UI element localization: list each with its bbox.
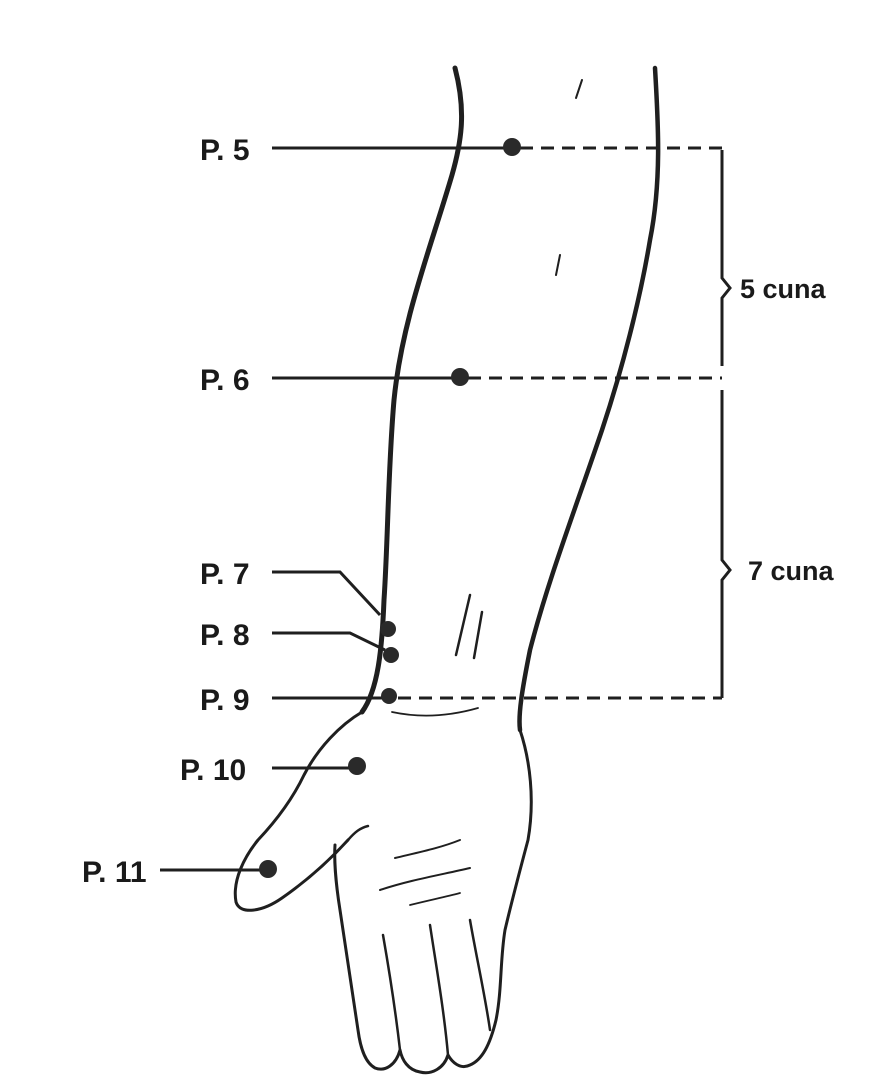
wrist-crease bbox=[391, 707, 479, 717]
forearm-right-contour bbox=[517, 65, 661, 733]
tendon-stroke-2 bbox=[472, 610, 484, 660]
palm-crease-3 bbox=[409, 892, 461, 906]
span-labels: 5 cuna 7 cuna bbox=[740, 274, 835, 586]
label-p10: P. 10 bbox=[180, 754, 246, 787]
palm-crease-1 bbox=[379, 867, 471, 891]
thumb-web bbox=[346, 824, 370, 842]
point-p10-dot bbox=[348, 757, 366, 775]
bracket-lower bbox=[720, 390, 732, 698]
label-p11: P. 11 bbox=[82, 856, 147, 889]
tendon-stroke-4 bbox=[555, 254, 561, 276]
tendon-stroke-1 bbox=[454, 593, 472, 657]
bracket-upper bbox=[720, 150, 732, 366]
label-p8: P. 8 bbox=[200, 619, 250, 652]
label-p9: P. 9 bbox=[200, 684, 250, 717]
point-p5-dot bbox=[503, 138, 521, 156]
measurement-guides bbox=[398, 146, 732, 700]
label-p5: P. 5 bbox=[200, 134, 250, 167]
point-p9-dot bbox=[381, 688, 397, 704]
palm-crease-2 bbox=[394, 839, 461, 859]
leader-p7 bbox=[272, 570, 382, 617]
label-p6: P. 6 bbox=[200, 364, 250, 397]
leader-lines bbox=[160, 146, 512, 872]
forearm-left-contour bbox=[359, 65, 465, 715]
label-span-upper: 5 cuna bbox=[740, 274, 827, 304]
thumb-contour bbox=[233, 710, 364, 912]
point-p8-dot bbox=[383, 647, 399, 663]
finger-line-2 bbox=[428, 923, 450, 1057]
label-p7: P. 7 bbox=[200, 558, 250, 591]
point-p7-dot bbox=[380, 621, 396, 637]
label-span-lower: 7 cuna bbox=[748, 556, 835, 586]
tendon-stroke-3 bbox=[575, 79, 583, 99]
arm-outline bbox=[233, 65, 661, 1075]
finger-line-3 bbox=[468, 918, 492, 1032]
point-p11-dot bbox=[259, 860, 277, 878]
point-labels: P. 5 P. 6 P. 7 P. 8 P. 9 P. 10 P. 11 bbox=[82, 134, 250, 889]
point-p6-dot bbox=[451, 368, 469, 386]
hand-contour bbox=[333, 728, 533, 1075]
acupoints bbox=[259, 138, 521, 878]
finger-line-1 bbox=[381, 933, 402, 1052]
leader-p8 bbox=[272, 631, 386, 652]
